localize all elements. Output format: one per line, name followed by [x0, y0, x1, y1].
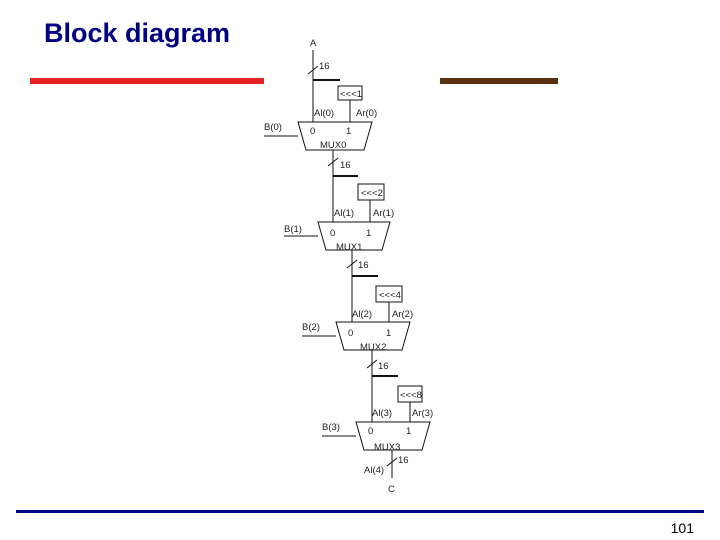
bus-width-2: 16	[378, 361, 389, 372]
shift-box-1	[357, 183, 385, 201]
shift-label-0: <<<1	[340, 89, 362, 100]
mux-in0-1: 0	[330, 228, 335, 239]
mux-0	[297, 121, 373, 151]
ar-label-2: Ar(2)	[392, 309, 413, 320]
mux-in0-0: 0	[310, 126, 315, 137]
shift-label-2: <<<4	[379, 290, 401, 301]
mux-1	[317, 221, 391, 251]
red-accent-bar	[30, 78, 264, 84]
mux-in1-2: 1	[386, 328, 391, 339]
bottom-rule	[16, 510, 704, 513]
shift-label-1: <<<2	[361, 188, 383, 199]
bus-width-3: 16	[398, 455, 409, 466]
mux-label-2: MUX2	[360, 342, 386, 353]
al-label-2: Al(2)	[352, 309, 372, 320]
stage-1: <<<2 Al(1) Ar(1) 0 1 MUX1 B(1) 16	[284, 175, 394, 280]
stage-0: <<<1 Al(0) Ar(0) 0 1 MUX0 B(0) 16	[264, 79, 377, 182]
slide-title: Block diagram	[44, 18, 231, 48]
input-bus-width: 16	[319, 61, 330, 72]
final-al-label: Al(4)	[364, 465, 384, 476]
al-label-1: Al(1)	[334, 208, 354, 219]
stage-2: <<<4 Al(2) Ar(2) 0 1 MUX2 B(2) 16	[302, 275, 413, 380]
mux-in1-3: 1	[406, 426, 411, 437]
bus-width-1: 16	[358, 260, 369, 271]
page-number: 101	[670, 520, 694, 536]
bus-width-0: 16	[340, 160, 351, 171]
select-label-0: B(0)	[264, 122, 282, 133]
al-label-0: Al(0)	[314, 108, 334, 119]
ar-label-0: Ar(0)	[356, 108, 377, 119]
ar-label-3: Ar(3)	[412, 408, 433, 419]
stage-3: <<<8 Al(3) Ar(3) 0 1 MUX3 B(3) 16	[322, 375, 433, 478]
mux-label-0: MUX0	[320, 140, 346, 151]
bus-slash-input	[307, 65, 319, 75]
select-label-2: B(2)	[302, 322, 320, 333]
select-label-1: B(1)	[284, 224, 302, 235]
output-c-label: C	[388, 484, 395, 495]
mux-in0-2: 0	[348, 328, 353, 339]
mux-3	[355, 421, 431, 451]
mux-label-1: MUX1	[336, 242, 362, 253]
mux-in1-1: 1	[366, 228, 371, 239]
select-label-3: B(3)	[322, 422, 340, 433]
brown-accent-bar	[440, 78, 558, 84]
al-label-3: Al(3)	[372, 408, 392, 419]
input-a-label: A	[310, 38, 317, 49]
mux-in1-0: 1	[346, 126, 351, 137]
mux-in0-3: 0	[368, 426, 373, 437]
mux-2	[335, 321, 411, 351]
mux-label-3: MUX3	[374, 442, 400, 453]
ar-label-1: Ar(1)	[373, 208, 394, 219]
shift-label-3: <<<8	[400, 390, 422, 401]
